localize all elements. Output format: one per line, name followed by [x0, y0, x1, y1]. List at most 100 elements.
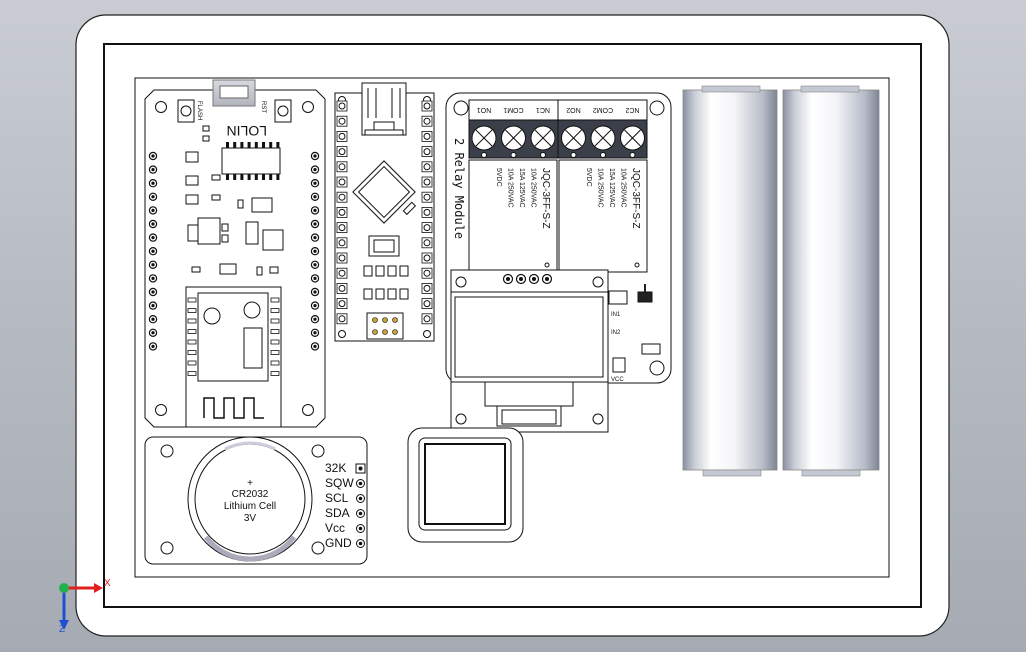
nodemcu-header-pins	[148, 151, 320, 351]
header-pin	[421, 237, 433, 249]
axis-triad[interactable]: X Z	[59, 578, 111, 635]
header-pin	[336, 222, 348, 234]
header-pin	[310, 151, 320, 161]
relay-spec-text: 15A 125VAC	[608, 168, 615, 208]
header-pin	[421, 115, 433, 127]
battery-type: Lithium Cell	[224, 501, 276, 512]
header-pin	[148, 342, 158, 351]
header-pin	[421, 252, 433, 264]
header-pin	[310, 165, 320, 174]
rtc-pin	[355, 463, 366, 474]
relay-spec-text: JQC-3FF-S-Z	[630, 168, 641, 229]
usb-serial-chip	[221, 142, 281, 180]
header-pin	[148, 178, 158, 188]
header-pin	[148, 328, 158, 337]
header-pin	[148, 206, 158, 215]
battery-model: CR2032	[232, 489, 269, 500]
terminal-screw	[501, 125, 526, 158]
relay-module-title: 2 Relay Module	[452, 138, 466, 239]
atmega-chip	[352, 160, 416, 224]
flash-button[interactable]	[177, 99, 195, 123]
terminal-label: NO2	[566, 106, 581, 113]
terminal-screw	[620, 125, 645, 158]
battery-cell-2[interactable]	[782, 85, 880, 477]
terminal-label: NC2	[625, 106, 639, 113]
nano-reset-button[interactable]	[368, 235, 400, 257]
terminal-label: NC1	[536, 106, 550, 113]
header-pin	[148, 287, 158, 297]
header-pin	[502, 273, 514, 285]
header-pin	[148, 246, 158, 256]
header-pin	[148, 260, 158, 269]
nano-leds	[363, 265, 409, 300]
header-pin	[336, 130, 348, 142]
relay-in1-label: IN1	[611, 312, 621, 318]
header-pin	[336, 146, 348, 158]
header-pin	[336, 313, 348, 325]
enclosure-inner-frame	[103, 43, 922, 608]
rtc-pin	[356, 509, 365, 518]
header-pin	[421, 191, 433, 203]
square-push-button[interactable]	[407, 427, 524, 543]
oled-display-board[interactable]	[450, 269, 609, 433]
icsp-header	[366, 312, 404, 340]
battery-cell-1[interactable]	[682, 85, 778, 477]
header-pin	[310, 287, 320, 297]
header-pin	[310, 233, 320, 242]
header-pin	[148, 165, 158, 174]
rtc-pin-label: SCL	[325, 491, 349, 505]
terminal-label: COM2	[593, 106, 613, 113]
header-pin	[310, 260, 320, 269]
terminal-label: COM1	[503, 106, 523, 113]
header-pin	[421, 161, 433, 173]
smd-components	[185, 125, 284, 276]
header-pin	[310, 315, 320, 324]
header-pin	[336, 115, 348, 127]
relay-1	[468, 159, 558, 273]
header-pin	[148, 233, 158, 242]
rst-button[interactable]	[274, 99, 292, 123]
lolin-logo: LOLIN	[227, 123, 267, 139]
header-pin	[310, 328, 320, 337]
header-pin	[528, 273, 540, 285]
relay-spec-text: 5VDC	[495, 168, 502, 187]
terminal-screw	[471, 125, 497, 158]
arduino-nano-board[interactable]	[334, 82, 435, 342]
z-axis-label: Z	[59, 624, 65, 635]
header-pin	[310, 274, 320, 283]
header-pin	[421, 130, 433, 142]
rtc-pin-label: SDA	[325, 506, 350, 520]
relay-spec-text: 5VDC	[585, 168, 592, 187]
header-pin	[310, 342, 320, 351]
relay-spec-text: 10A 250VAC	[507, 168, 514, 208]
rtc-pin-label: 32K	[325, 461, 346, 475]
header-pin	[421, 267, 433, 279]
rtc-pin-label: GND	[325, 536, 352, 550]
relay-vcc-label: VCC	[611, 377, 624, 383]
header-pin	[421, 206, 433, 218]
screw-terminal-block	[468, 99, 648, 159]
battery-voltage: 3V	[244, 513, 257, 524]
header-pin	[336, 176, 348, 188]
flash-label: FLASH	[196, 101, 202, 120]
terminal-screw	[590, 125, 616, 158]
relay-2	[558, 159, 648, 273]
oled-header-pins	[502, 273, 553, 285]
terminal-label: NO1	[477, 106, 492, 113]
header-pin	[336, 191, 348, 203]
rtc-module-board[interactable]: + CR2032 Lithium Cell 3V 32KSQWSCLSDAVcc…	[144, 436, 368, 565]
esp12-module	[185, 286, 282, 428]
header-pin	[310, 206, 320, 215]
header-pin	[310, 192, 320, 201]
relay-spec-text: 10A 250VAC	[620, 168, 627, 208]
coin-cell-holder	[187, 436, 313, 562]
relay-in2-label: IN2	[611, 330, 621, 336]
rtc-pin	[356, 494, 365, 503]
header-pin	[336, 252, 348, 264]
rtc-pin-label: Vcc	[325, 521, 345, 535]
rtc-pin	[356, 524, 365, 533]
header-pin	[541, 273, 553, 285]
header-pin	[336, 282, 348, 294]
nodemcu-board[interactable]: FLASH RST LOLIN	[144, 79, 326, 428]
